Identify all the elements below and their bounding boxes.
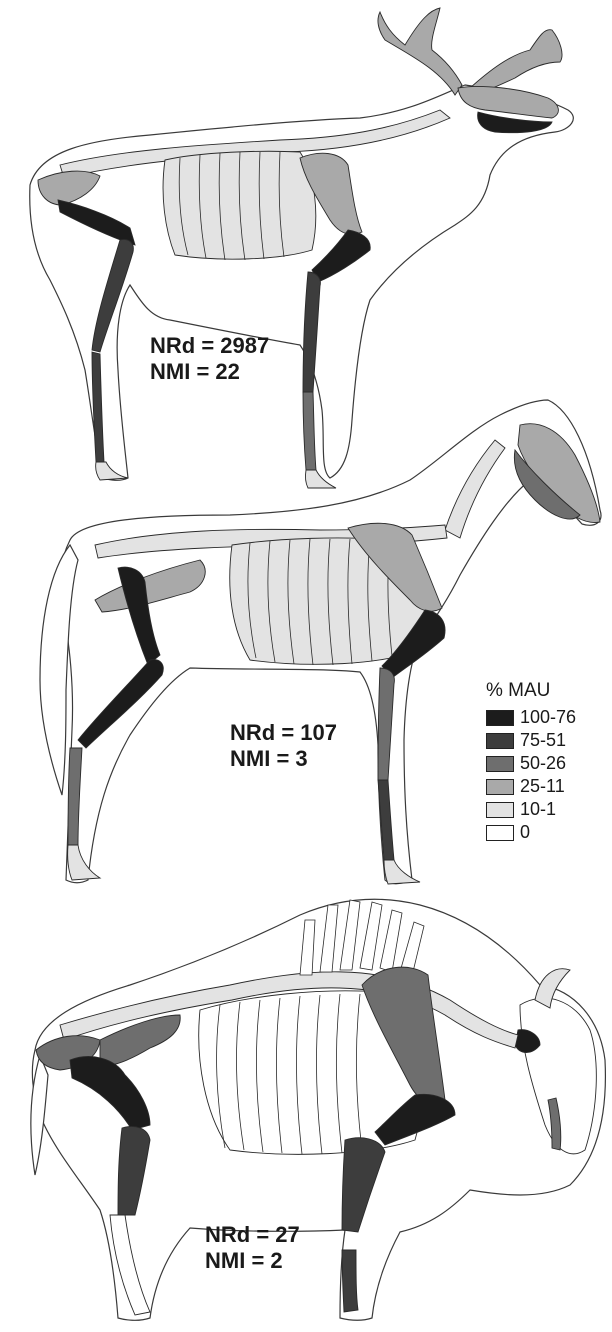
reindeer-stats: NRd = 2987 NMI = 22 [150, 333, 269, 385]
reindeer-diagram [30, 8, 574, 488]
horse-nrd-label: NRd = 107 [230, 720, 337, 746]
bison-nrd-label: NRd = 27 [205, 1222, 300, 1248]
legend-label: 10-1 [520, 799, 556, 820]
legend-swatch [486, 733, 514, 749]
legend-swatch [486, 756, 514, 772]
legend-item: 0 [486, 821, 606, 844]
legend-item: 100-76 [486, 706, 606, 729]
legend-item: 50-26 [486, 752, 606, 775]
legend-label: 100-76 [520, 707, 576, 728]
legend-item: 75-51 [486, 729, 606, 752]
horse-nmi-label: NMI = 3 [230, 746, 337, 772]
legend-label: 0 [520, 822, 530, 843]
legend-label: 25-11 [520, 776, 565, 797]
reindeer-antler-left [378, 8, 462, 95]
legend-swatch [486, 825, 514, 841]
legend: % MAU 100-76 75-51 50-26 25-11 10-1 0 [486, 680, 606, 844]
legend-item: 25-11 [486, 775, 606, 798]
reindeer-nmi-label: NMI = 22 [150, 359, 269, 385]
reindeer-antler-right [470, 30, 562, 96]
bison-nmi-label: NMI = 2 [205, 1248, 300, 1274]
legend-label: 75-51 [520, 730, 566, 751]
bison-metacarpal-fore [342, 1250, 358, 1312]
legend-swatch [486, 710, 514, 726]
legend-title: % MAU [486, 680, 606, 702]
legend-label: 50-26 [520, 753, 566, 774]
horse-stats: NRd = 107 NMI = 3 [230, 720, 337, 772]
bison-stats: NRd = 27 NMI = 2 [205, 1222, 300, 1274]
bison-diagram [31, 899, 606, 1320]
legend-swatch [486, 802, 514, 818]
reindeer-metacarpal-fore [303, 392, 316, 470]
reindeer-nrd-label: NRd = 2987 [150, 333, 269, 359]
legend-swatch [486, 779, 514, 795]
legend-item: 10-1 [486, 798, 606, 821]
